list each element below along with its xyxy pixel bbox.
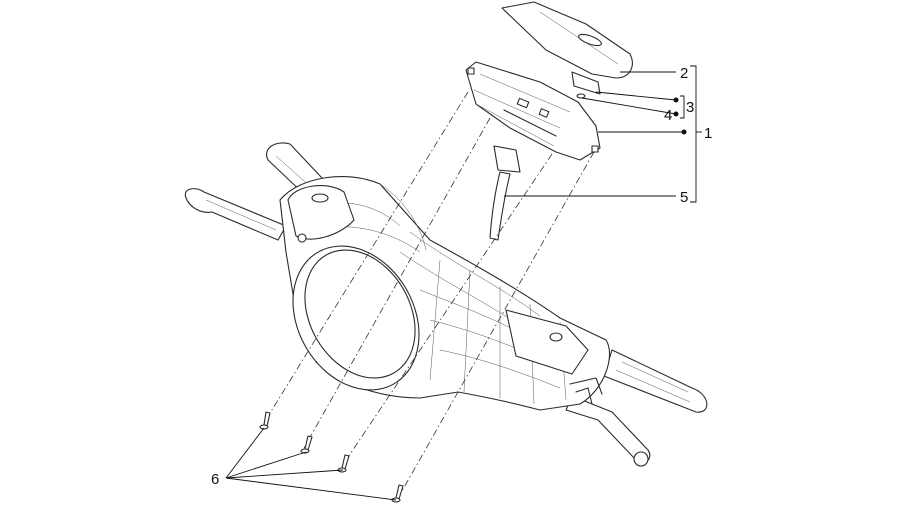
callout-3: 3: [686, 99, 694, 116]
assembly-guide-lines: [261, 91, 595, 499]
screw-2: [300, 435, 313, 454]
wiring-harness: [489, 145, 521, 241]
callout-2: 2: [680, 65, 688, 82]
callout-labels: 2 3 4 1 5 6: [211, 65, 712, 488]
right-grip: [603, 349, 708, 413]
headlamp: [292, 245, 420, 391]
leader-lines: [225, 65, 702, 501]
screw-3: [337, 454, 350, 473]
dashboard-housing: [465, 61, 601, 161]
instrument-panel-assembly: [465, 1, 633, 241]
handlebar-assembly: [184, 142, 708, 467]
callout-5: 5: [680, 189, 688, 206]
screws: [259, 411, 404, 503]
callout-6: 6: [211, 471, 219, 488]
callout-4: 4: [664, 107, 672, 124]
callout-1: 1: [704, 125, 712, 142]
screw-1: [259, 411, 271, 430]
rubber-pad: [571, 71, 601, 99]
left-brake-lever: [184, 188, 287, 241]
screw-4: [391, 484, 404, 503]
top-cover: [501, 1, 633, 79]
right-brake-lever: [565, 395, 651, 467]
